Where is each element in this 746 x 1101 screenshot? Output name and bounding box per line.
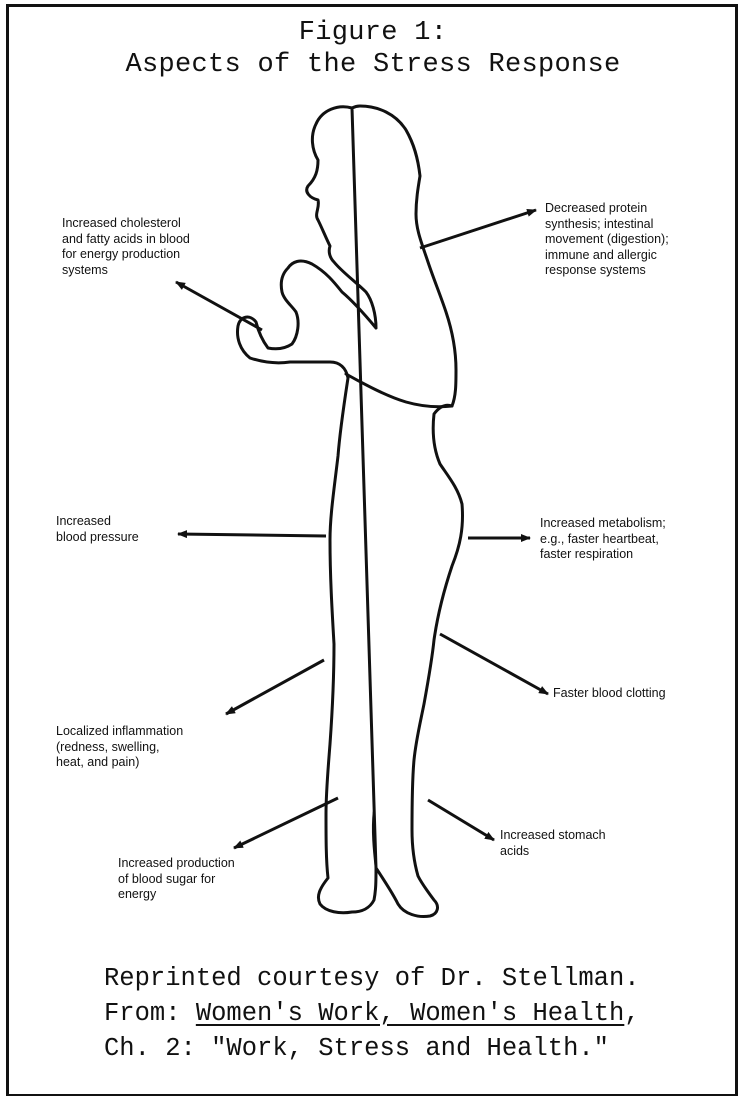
label-stomach: Increased stomach acids [500,828,606,859]
arrow-protein [420,210,536,248]
credit-line: Reprinted courtesy of Dr. Stellman. [104,964,640,993]
arrow-cholesterol [176,282,262,330]
label-inflammation: Localized inflammation (redness, swellin… [56,724,183,771]
arrow-inflammation [226,660,324,714]
label-protein: Decreased protein synthesis; intestinal … [545,201,669,279]
arrow-blood-pressure [178,534,326,536]
arrow-stomach [428,800,494,840]
source-suffix: , [624,999,639,1028]
woman-silhouette [238,106,463,917]
label-metabolism: Increased metabolism; e.g., faster heart… [540,516,666,563]
chapter-line: Ch. 2: "Work, Stress and Health." [104,1034,609,1063]
label-cholesterol: Increased cholesterol and fatty acids in… [62,216,190,278]
arrow-blood-sugar [234,798,338,848]
source-line: From: Women's Work, Women's Health, [104,999,640,1028]
arrow-clotting [440,634,548,694]
label-blood-sugar: Increased production of blood sugar for … [118,856,235,903]
label-clotting: Faster blood clotting [553,686,666,702]
source-prefix: From: [104,999,196,1028]
source-book-title: Women's Work, Women's Health [196,999,624,1028]
label-blood-pressure: Increased blood pressure [56,514,139,545]
